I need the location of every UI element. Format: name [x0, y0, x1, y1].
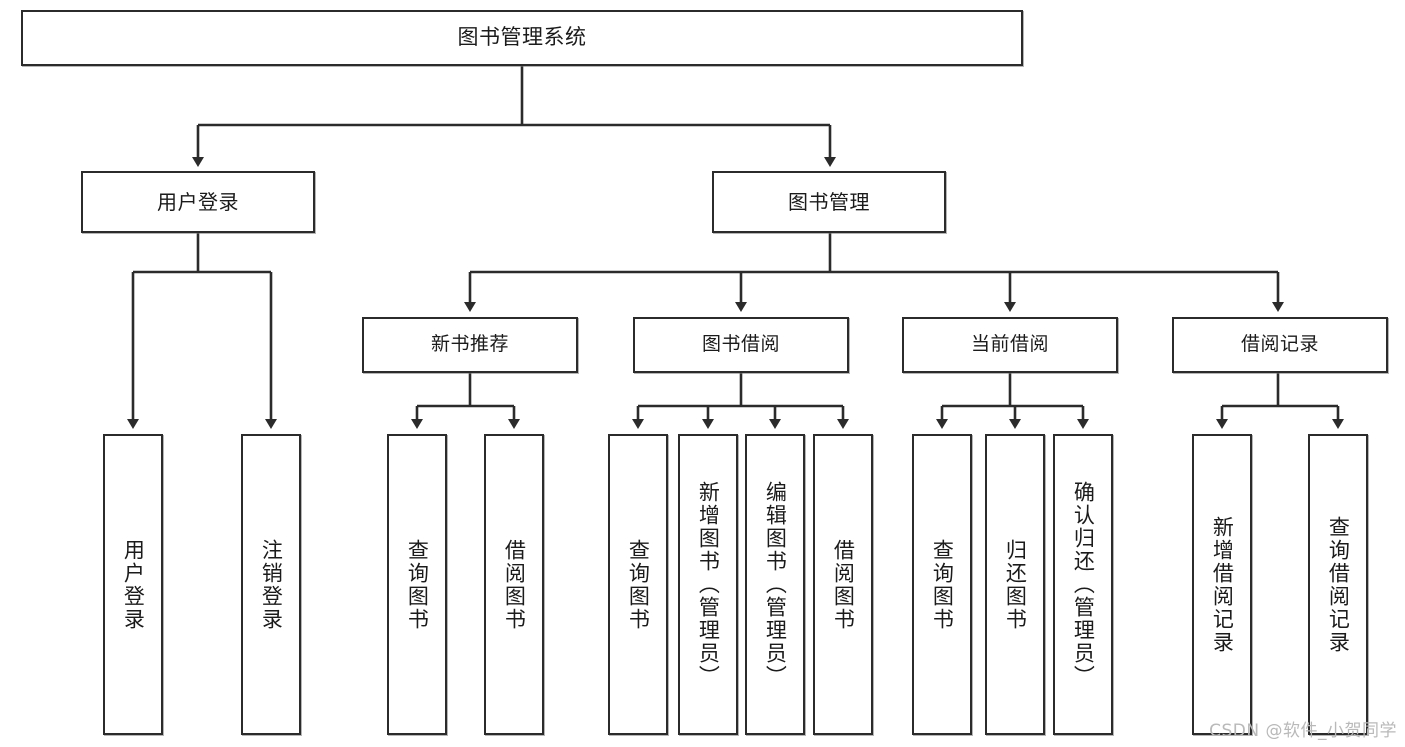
leaf-borrow-edit-book-admin[interactable]: 编辑图书（管理员）	[745, 434, 805, 735]
node-label: 新增借阅记录	[1210, 515, 1235, 654]
leaf-record-query-borrow-record[interactable]: 查询借阅记录	[1308, 434, 1368, 735]
node-label: 图书管理	[788, 189, 870, 214]
node-book-manage[interactable]: 图书管理	[712, 171, 946, 233]
node-label: 确认归还（管理员）	[1071, 481, 1096, 688]
node-current-borrow[interactable]: 当前借阅	[902, 317, 1118, 373]
node-book-borrow[interactable]: 图书借阅	[633, 317, 849, 373]
node-label: 归还图书	[1003, 538, 1028, 631]
node-label: 注销登录	[259, 538, 284, 631]
node-label: 用户登录	[157, 189, 239, 214]
node-label: 查询图书	[626, 538, 651, 631]
leaf-user-logout[interactable]: 注销登录	[241, 434, 301, 735]
leaf-borrow-query-book[interactable]: 查询图书	[608, 434, 668, 735]
node-new-book-recommend[interactable]: 新书推荐	[362, 317, 578, 373]
node-label: 编辑图书（管理员）	[763, 481, 788, 688]
leaf-borrow-borrow-book[interactable]: 借阅图书	[813, 434, 873, 735]
node-label: 用户登录	[121, 538, 146, 631]
csdn-watermark: CSDN @软件_小贺同学	[1209, 721, 1397, 741]
node-label: 图书借阅	[701, 333, 780, 356]
node-label: 新书推荐	[430, 333, 509, 356]
node-label: 借阅图书	[831, 538, 856, 631]
node-label: 查询图书	[930, 538, 955, 631]
leaf-record-add-borrow-record[interactable]: 新增借阅记录	[1192, 434, 1252, 735]
leaf-recommend-borrow-book[interactable]: 借阅图书	[484, 434, 544, 735]
leaf-current-return-book[interactable]: 归还图书	[985, 434, 1045, 735]
node-user-login[interactable]: 用户登录	[81, 171, 315, 233]
leaf-recommend-query-book[interactable]: 查询图书	[387, 434, 447, 735]
node-label: 借阅图书	[502, 538, 527, 631]
node-label: 借阅记录	[1240, 333, 1319, 356]
node-root-system[interactable]: 图书管理系统	[21, 10, 1023, 66]
leaf-borrow-add-book-admin[interactable]: 新增图书（管理员）	[678, 434, 738, 735]
leaf-current-confirm-return-admin[interactable]: 确认归还（管理员）	[1053, 434, 1113, 735]
leaf-user-login[interactable]: 用户登录	[103, 434, 163, 735]
node-label: 当前借阅	[970, 333, 1049, 356]
leaf-current-query-book[interactable]: 查询图书	[912, 434, 972, 735]
node-borrow-record[interactable]: 借阅记录	[1172, 317, 1388, 373]
node-label: 图书管理系统	[457, 25, 587, 50]
node-label: 新增图书（管理员）	[696, 481, 721, 688]
node-label: 查询图书	[405, 538, 430, 631]
node-label: 查询借阅记录	[1326, 515, 1351, 654]
